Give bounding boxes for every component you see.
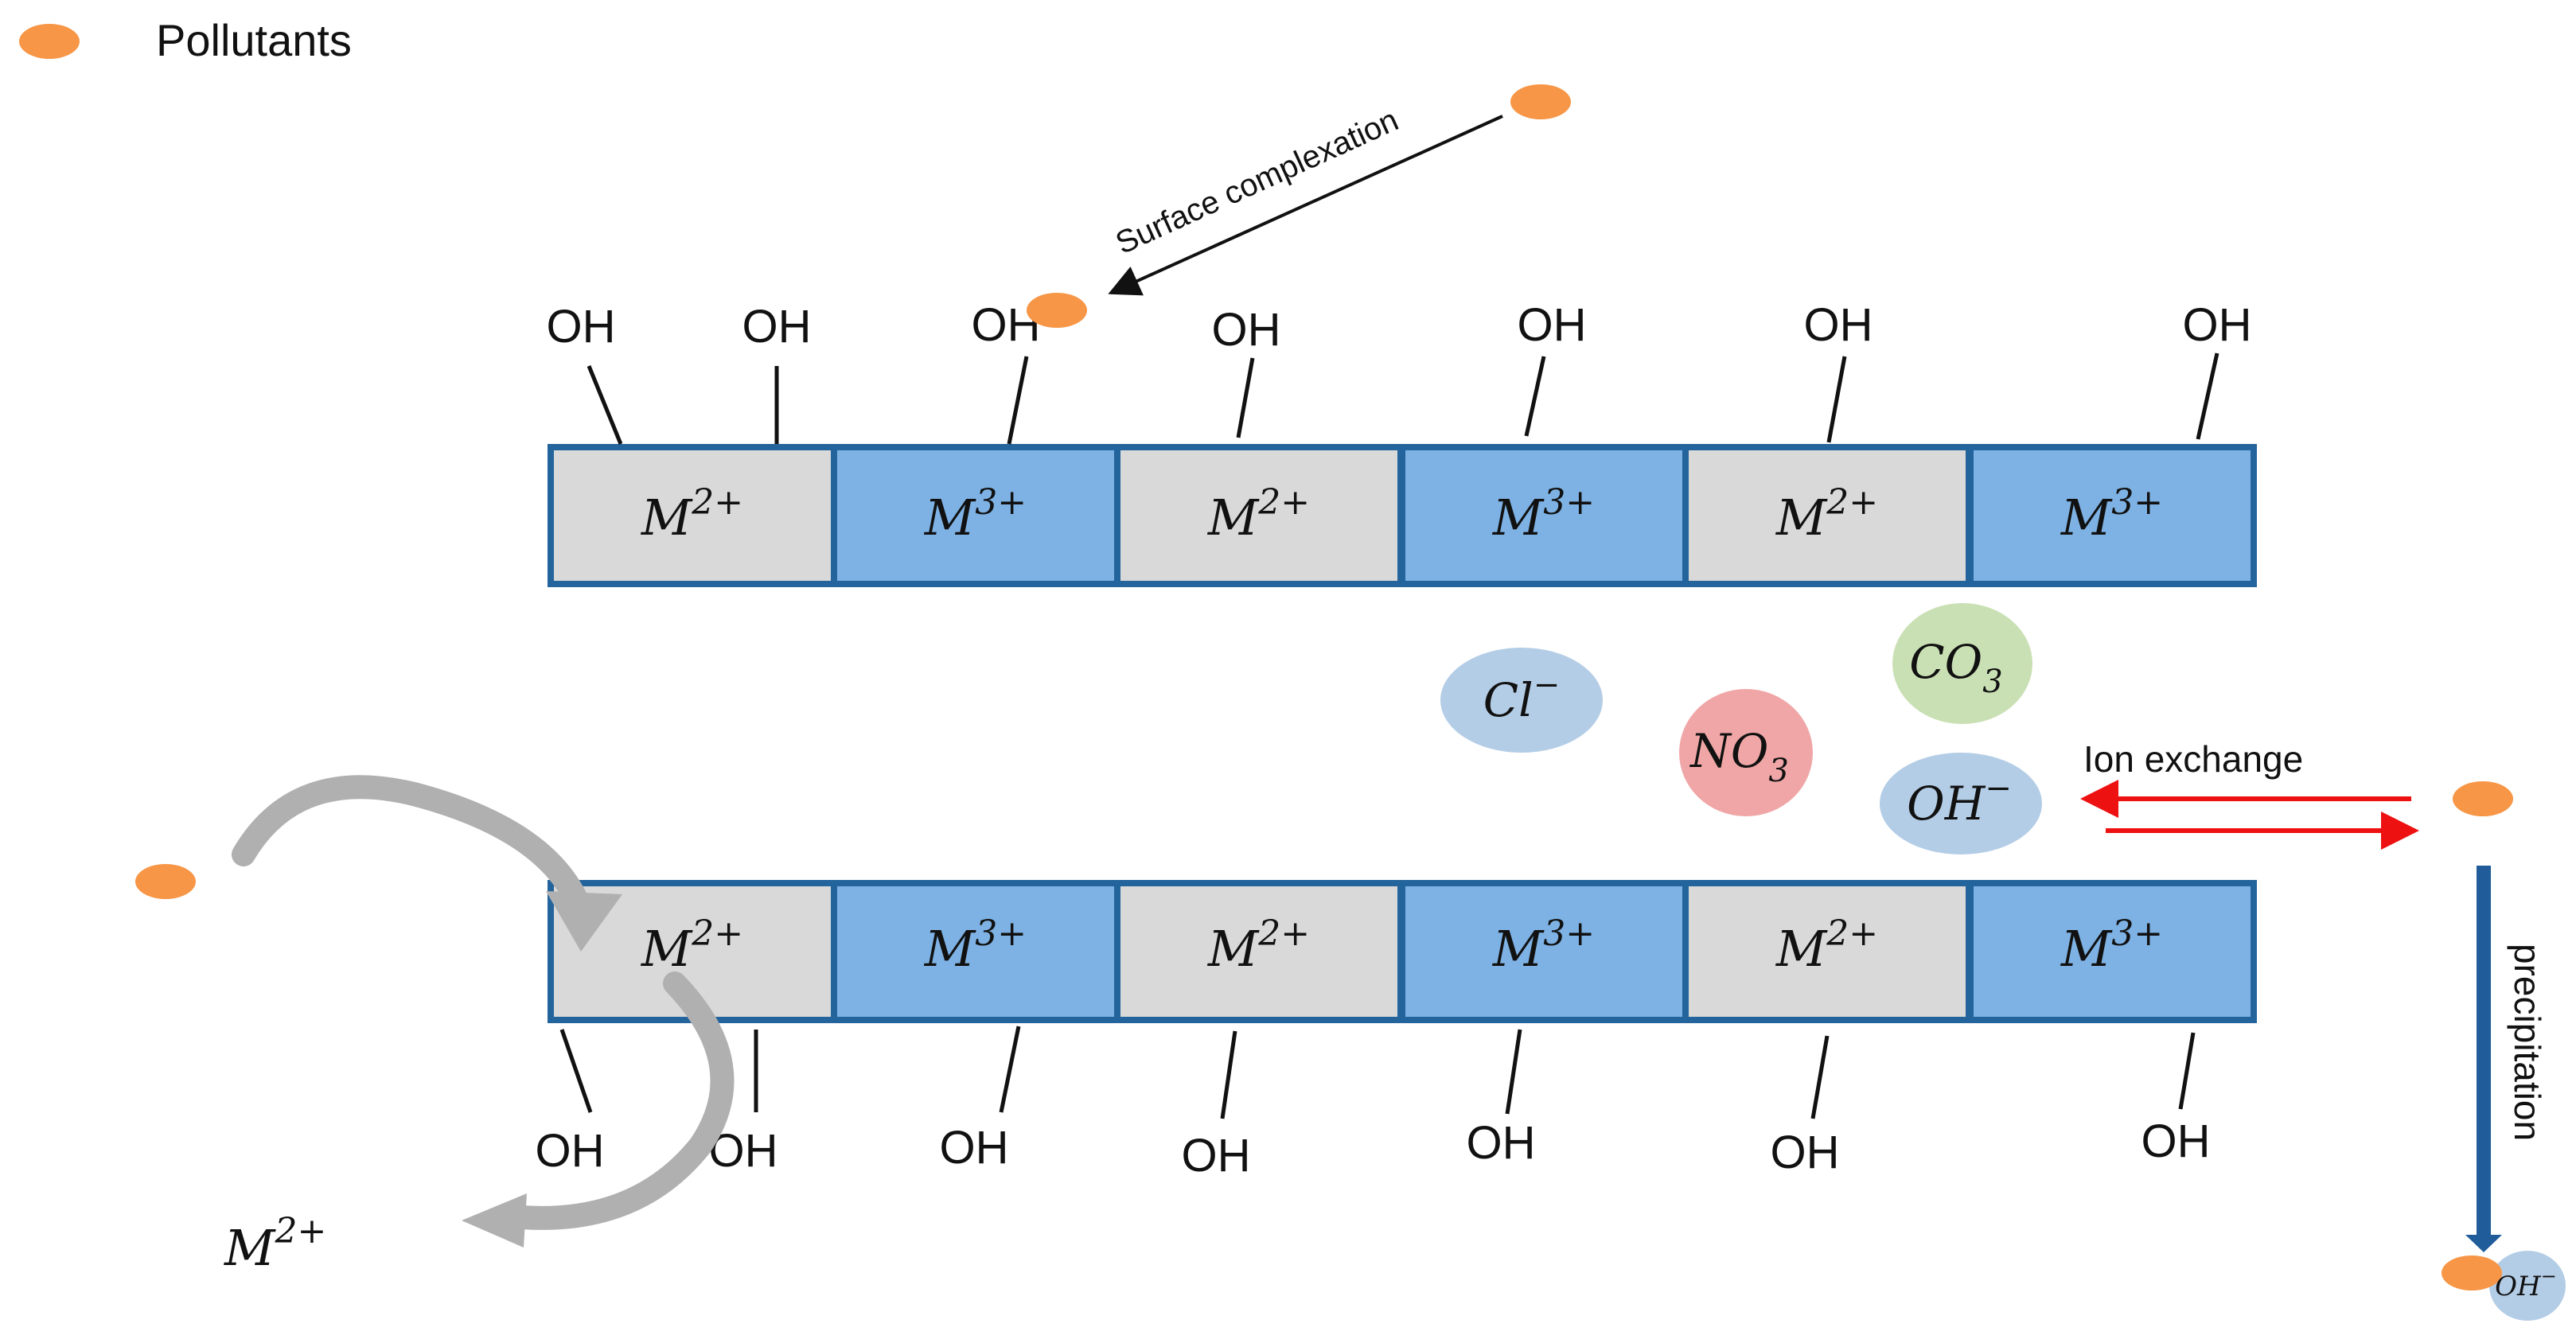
bottom-hydroxyl-bond-7	[2178, 1032, 2196, 1110]
hydroxide-ion-bubble	[1880, 753, 2042, 854]
bottom-layer-cell-label-4: M3+	[1492, 913, 1595, 978]
curved-exchange-arrow	[232, 775, 735, 1248]
bottom-hydroxyl-label-4: OH	[1182, 1130, 1251, 1181]
curved-arrow-out-head	[462, 1193, 527, 1248]
top-hydroxyl-label-4: OH	[1212, 304, 1281, 356]
carbonate-ion-label: CO3	[1909, 635, 2002, 700]
top-layer-cell-label-5: M2+	[1775, 482, 1878, 547]
carbonate-ion-bubble	[1892, 603, 2032, 724]
top-layer-cell-5	[1682, 444, 1972, 587]
ion-exchange-label: Ion exchange	[2083, 738, 2303, 780]
top-hydroxyl-label-5: OH	[1518, 299, 1587, 351]
chloride-ion-label: Cl−	[1483, 667, 1560, 727]
bottom-hydroxyl-bond-1	[559, 1029, 593, 1113]
pollutant-legend-dot	[19, 24, 80, 59]
chloride-ion-bubble	[1440, 648, 1603, 753]
curved-arrow-in	[232, 775, 588, 911]
top-layer-cell-label-2: M3+	[924, 482, 1027, 547]
bottom-layer-cell-6	[1967, 880, 2257, 1023]
top-layer-cell-label-4: M3+	[1492, 482, 1595, 547]
bottom-layer-cell-label-1: M2+	[641, 913, 743, 978]
precipitation-arrow-shaft	[2477, 866, 2491, 1240]
curved-arrow-in-head	[546, 891, 622, 952]
bottom-layer-cell-3	[1114, 880, 1404, 1023]
bottom-layer-cell-label-6: M3+	[2060, 913, 2163, 978]
legend-label: Pollutants	[156, 15, 352, 65]
pollutant-dot-surface-complexation	[1510, 84, 1571, 119]
top-hydroxyl-bond-7	[2196, 352, 2219, 440]
top-hydroxyl-bond-4	[1236, 357, 1255, 438]
top-layer-cell-label-6: M3+	[2060, 482, 2163, 547]
top-hydroxyl-bond-5	[1524, 356, 1546, 437]
nitrate-ion-label: NO3	[1689, 724, 1789, 789]
top-layer-cell-3	[1114, 444, 1404, 587]
interlayer-anions: Cl− NO3 CO3 OH−	[1440, 603, 2042, 854]
top-layer-cell-label-1: M2+	[641, 482, 743, 547]
bottom-hydroxyl-label-1: OH	[536, 1125, 605, 1177]
precipitate-hydroxide-label: OH−	[2495, 1265, 2557, 1302]
released-ion-label: M2+	[224, 1211, 326, 1277]
pollutant-dot-left	[135, 864, 196, 899]
top-hydroxyl-label-7: OH	[2183, 299, 2252, 351]
bottom-hydroxyl-bond-4	[1220, 1030, 1237, 1119]
curved-arrow-out	[510, 971, 735, 1230]
top-hydroxyl-bond-6	[1826, 356, 1847, 443]
bottom-hydroxyl-bond-5	[1505, 1029, 1522, 1115]
top-layer-cell-label-3: M2+	[1207, 482, 1310, 547]
top-layer-cell-6	[1967, 444, 2257, 587]
bottom-hydroxyl-bond-6	[1810, 1035, 1830, 1119]
pollutant-dot-precipitate	[2442, 1255, 2502, 1290]
bottom-hydroxyl-label-3: OH	[940, 1122, 1009, 1174]
top-hydroxyl-bond-1	[587, 365, 623, 445]
precipitate-hydroxide-bubble	[2489, 1251, 2566, 1321]
top-layer-cell-2	[831, 444, 1120, 587]
nitrate-ion-bubble	[1679, 689, 1813, 816]
precipitation-label: precipitation	[2507, 944, 2548, 1141]
top-hydroxyl-label-1: OH	[547, 301, 616, 352]
top-layer-cell-4	[1399, 444, 1689, 587]
bottom-hydroxyl-label-7: OH	[2141, 1115, 2211, 1167]
bottom-layer-cell-label-5: M2+	[1775, 913, 1878, 978]
pollutant-dot-ion-exchange	[2453, 781, 2513, 816]
bottom-layer-cell-5	[1682, 880, 1972, 1023]
top-hydroxyl-label-2: OH	[742, 301, 812, 352]
bottom-hydroxyl-bond-3	[999, 1026, 1021, 1113]
top-layer-cell-1	[548, 444, 837, 587]
top-hydroxyl-bond-3	[1007, 356, 1029, 445]
pollutant-dot-adsorbed	[1027, 293, 1087, 328]
top-hydroxyl-label-6: OH	[1804, 299, 1873, 351]
hydroxide-ion-label: OH−	[1907, 770, 2012, 831]
bottom-hydroxyl-label-5: OH	[1467, 1117, 1536, 1169]
bottom-layer-cell-2	[831, 880, 1120, 1023]
bottom-layer-cell-label-3: M2+	[1207, 913, 1310, 978]
bottom-hydroxyl-label-6: OH	[1771, 1127, 1840, 1178]
surface-complexation-arrow	[1108, 115, 1503, 296]
precipitation-arrow-head	[2465, 1235, 2502, 1252]
bottom-layer-cell-label-2: M3+	[924, 913, 1027, 978]
